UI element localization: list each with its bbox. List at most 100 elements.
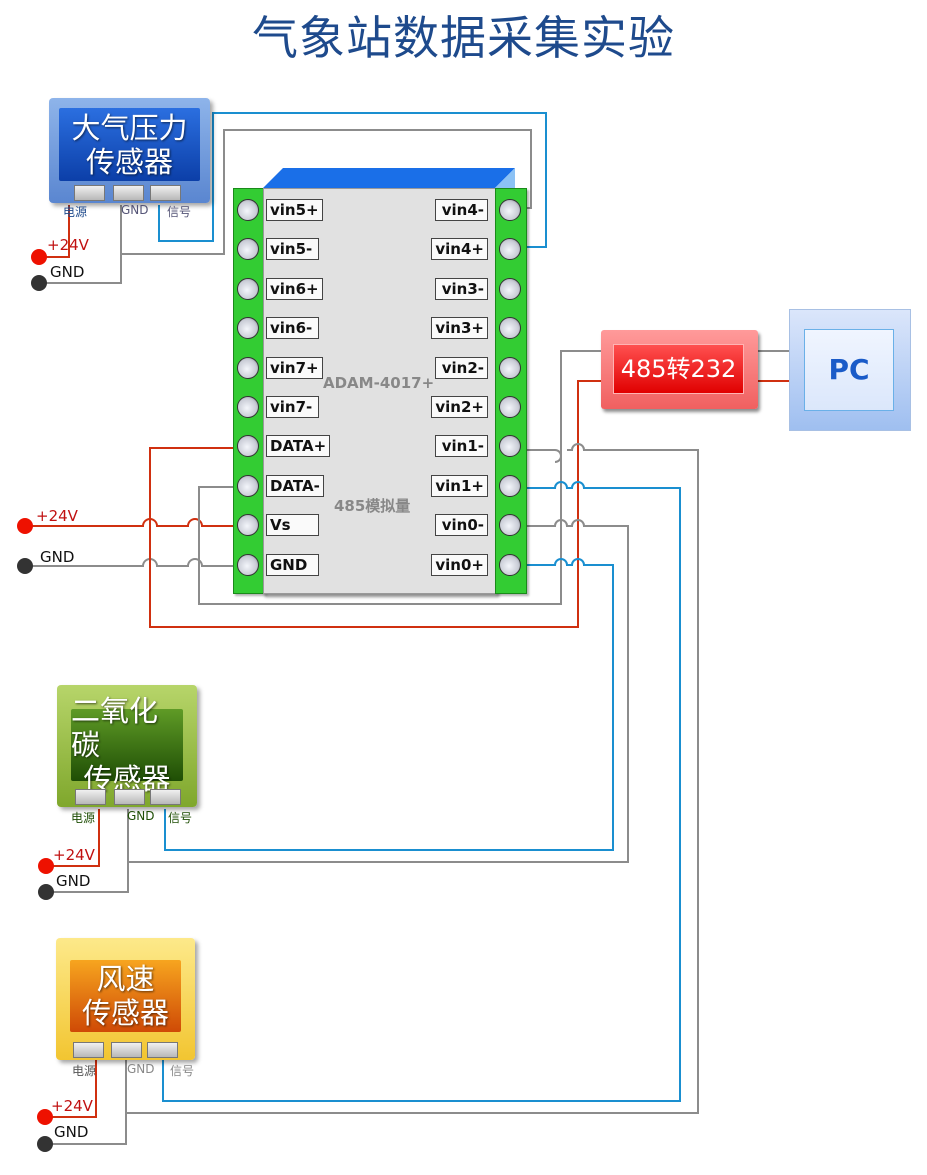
pin-label-vin2-plus: vin2+ <box>431 396 488 418</box>
rs485-to-rs232-converter[interactable]: 485转232 <box>601 330 758 409</box>
pin-label-vin7-minus: vin7- <box>266 396 319 418</box>
sensor-name-line1: 大气压力 <box>71 110 188 145</box>
sensor-screen: 大气压力 传感器 <box>59 108 200 181</box>
wire-co2-gnd <box>44 809 129 893</box>
terminal-hole[interactable] <box>499 435 521 458</box>
pin-label-signal: 信号 <box>167 205 192 219</box>
terminal-hole[interactable] <box>499 396 521 418</box>
pressure-sensor[interactable]: 大气压力 传感器 <box>49 98 210 203</box>
terminal-hole[interactable] <box>237 199 259 221</box>
wire-co2-power <box>44 809 100 867</box>
power-pad[interactable] <box>74 185 105 201</box>
wire-data-minus <box>198 350 601 605</box>
pressure-gnd-label: GND <box>50 263 85 281</box>
wind-24v-terminal[interactable] <box>37 1109 53 1125</box>
pin-label-vin7-plus: vin7+ <box>266 356 323 379</box>
pc[interactable]: PC <box>789 309 911 431</box>
wire-vin0-plus <box>164 558 614 851</box>
terminal-hole[interactable] <box>499 317 521 340</box>
pressure-24v-terminal[interactable] <box>31 249 47 265</box>
wire-vin0-minus <box>128 519 629 863</box>
signal-pad[interactable] <box>150 185 181 201</box>
terminal-hole[interactable] <box>499 553 521 576</box>
wind-24v-label: +24V <box>51 1097 93 1115</box>
wire-data-plus <box>149 380 601 628</box>
terminal-hole[interactable] <box>499 356 521 379</box>
main-gnd-label: GND <box>40 548 75 566</box>
sensor-screen: 风速 传感器 <box>70 960 181 1032</box>
pin-label-signal: 信号 <box>168 811 193 825</box>
pin-label-vin0-minus: vin0- <box>435 514 488 537</box>
signal-pad[interactable] <box>147 1042 178 1058</box>
terminal-hole[interactable] <box>237 474 259 497</box>
converter-label: 485转232 <box>613 344 744 394</box>
pin-label-vin3-plus: vin3+ <box>431 317 488 340</box>
sensor-name-line1: 风速 <box>96 962 155 996</box>
wire-pressure-gnd <box>40 205 122 284</box>
pin-label-vs: Vs <box>266 514 319 537</box>
pressure-gnd-terminal[interactable] <box>31 275 47 291</box>
main-24v-label: +24V <box>36 507 78 525</box>
terminal-hole[interactable] <box>499 474 521 497</box>
sensor-name-line2: 传感器 <box>81 996 169 1030</box>
pin-label-vin5-minus: vin5- <box>266 238 319 261</box>
sensor-name-line1: 二氧化碳 <box>71 694 159 762</box>
pin-label-vin1-plus: vin1+ <box>431 474 488 497</box>
module-subtitle: 485模拟量 <box>334 497 411 515</box>
terminal-hole[interactable] <box>237 514 259 537</box>
terminal-hole[interactable] <box>499 514 521 537</box>
co2-24v-terminal[interactable] <box>38 858 54 874</box>
wire-wind-power <box>44 1060 97 1118</box>
pin-label-gnd: GND <box>127 809 155 823</box>
terminal-hole[interactable] <box>237 396 259 418</box>
terminal-hole[interactable] <box>237 356 259 379</box>
pin-label-gnd: GND <box>121 203 149 217</box>
pc-label: PC <box>804 329 894 411</box>
pin-label-vin2-minus: vin2- <box>435 356 488 379</box>
module-model: ADAM-4017+ <box>323 374 435 392</box>
terminal-hole[interactable] <box>237 277 259 300</box>
wire-pressure-signal <box>158 112 547 248</box>
wire-pressure-power <box>40 205 70 258</box>
pin-label-gnd: GND <box>127 1062 155 1076</box>
pin-label-vin3-minus: vin3- <box>435 277 488 300</box>
gnd-pad[interactable] <box>111 1042 142 1058</box>
sensor-screen: 二氧化碳 传感器 <box>71 694 183 796</box>
terminal-hole[interactable] <box>237 553 259 576</box>
co2-gnd-label: GND <box>56 872 91 890</box>
terminal-hole[interactable] <box>237 317 259 340</box>
terminal-hole[interactable] <box>499 199 521 221</box>
pin-label-vin6-plus: vin6+ <box>266 277 323 300</box>
sensor-name-line2: 传感器 <box>85 144 173 179</box>
pin-label-vin1-minus: vin1- <box>435 435 488 458</box>
terminal-hole[interactable] <box>237 435 259 458</box>
terminal-hole[interactable] <box>499 238 521 261</box>
wire-wind-gnd <box>44 1060 127 1145</box>
wind-gnd-label: GND <box>54 1123 89 1141</box>
wire-pressure-gnd-to-module <box>121 129 532 255</box>
power-pad[interactable] <box>73 1042 104 1058</box>
terminal-hole[interactable] <box>499 277 521 300</box>
co2-24v-label: +24V <box>53 846 95 864</box>
pin-label-vin4-minus: vin4- <box>435 199 488 221</box>
terminal-hole[interactable] <box>237 238 259 261</box>
pin-label-signal: 信号 <box>170 1064 195 1078</box>
pin-label-power: 电源 <box>63 205 88 219</box>
signal-pad[interactable] <box>150 789 181 805</box>
power-pad[interactable] <box>75 789 106 805</box>
pin-label-vin5-plus: vin5+ <box>266 199 323 221</box>
co2-sensor[interactable]: 二氧化碳 传感器 <box>57 685 197 807</box>
gnd-pad[interactable] <box>114 789 145 805</box>
adam-4017-module[interactable]: ADAM-4017+ 485模拟量 vin5+vin5-vin6+vin6-vi… <box>233 168 527 594</box>
main-24v-terminal[interactable] <box>17 518 33 534</box>
pin-label-data-minus: DATA- <box>266 474 324 497</box>
pin-label-vin0-plus: vin0+ <box>431 553 488 576</box>
main-gnd-terminal[interactable] <box>17 558 33 574</box>
wind-gnd-terminal[interactable] <box>37 1136 53 1152</box>
co2-gnd-terminal[interactable] <box>38 884 54 900</box>
pin-label-vin4-plus: vin4+ <box>431 238 488 261</box>
wire-vin1-plus <box>162 481 681 1102</box>
gnd-pad[interactable] <box>113 185 144 201</box>
wind-speed-sensor[interactable]: 风速 传感器 <box>56 938 195 1060</box>
